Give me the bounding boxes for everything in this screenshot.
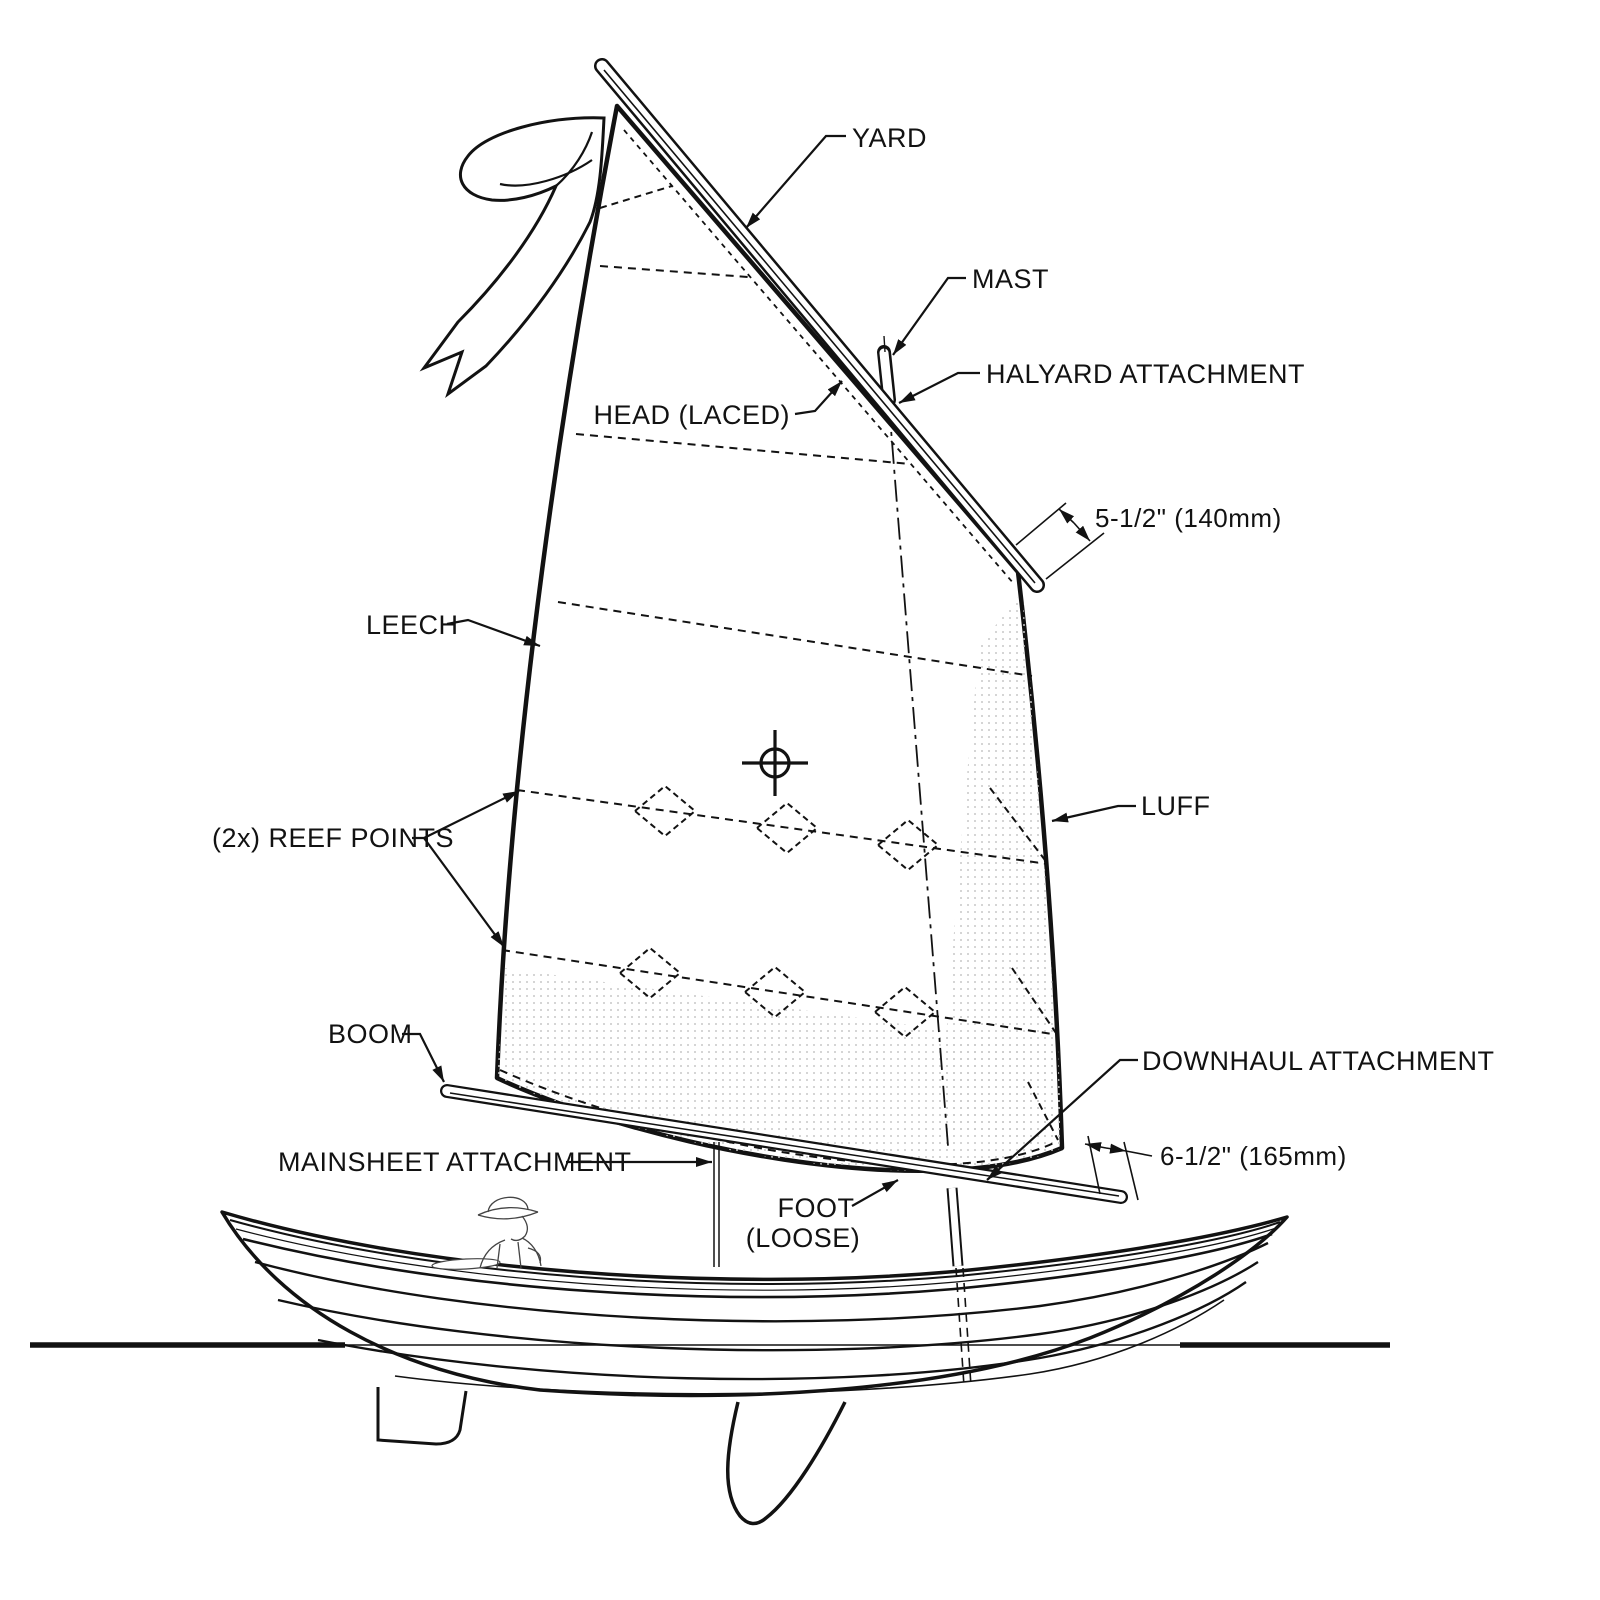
hull-group [30,1142,1390,1526]
boom-spar [440,1084,1128,1204]
hat-brim-bottom [477,1211,539,1220]
keel-plank-line [394,1299,1225,1395]
boom-seam [449,1092,1120,1197]
sail-seam-3 [557,601,1033,677]
mast-in-hull-right [962,1267,972,1387]
boom-dim-arrow-2 [1105,1143,1127,1154]
label-downhaul-attachment: DOWNHAUL ATTACHMENT [1142,1046,1495,1076]
reef-leader-lower [423,837,505,948]
downhaul-leader [986,1058,1138,1181]
head-leader [794,380,843,416]
yard-overhang-dimension [1015,502,1105,580]
yard-seam [603,69,1036,584]
gunwale-line-2 [235,1227,1277,1291]
foot-leader [851,1179,899,1207]
halyard-leader [898,371,980,404]
pennant-fold-line-1 [499,159,593,187]
strake-line-1 [254,1241,1269,1323]
strake-line-3 [317,1281,1247,1381]
reef1-luff-patch [989,787,1049,865]
gunwale-line-1 [229,1219,1281,1285]
rubrail-line [242,1232,1273,1299]
boom-dim-tail [1125,1150,1153,1157]
face-profile [510,1215,529,1242]
mast-in-hull-left [955,1267,965,1387]
annotations [402,134,1153,1207]
reef-diamond-1b [755,801,819,855]
label-boom: BOOM [328,1019,413,1049]
yard-dim-arrow-1 [1058,508,1075,524]
yard-dim-ext-2 [1045,532,1105,580]
label-foot-line2: (LOOSE) [746,1223,861,1253]
pennant-outline [419,116,606,399]
label-halyard-attachment: HALYARD ATTACHMENT [986,359,1305,389]
label-boom-overhang: 6-1/2" (165mm) [1160,1141,1347,1171]
label-foot-line1: FOOT [778,1193,855,1223]
boom-overhang-dimension [1084,1135,1153,1201]
label-reef-points: (2x) REEF POINTS [212,823,454,853]
shoulder-right [521,1237,542,1267]
reef-diamond-1c [876,818,940,872]
daggerboard-fin [726,1401,847,1526]
mast-centerline-top [883,335,886,353]
pennant-flag [419,116,606,399]
label-head: HEAD (LACED) [593,400,790,430]
label-luff: LUFF [1141,791,1211,821]
reef-diamond-2a [618,946,682,1000]
mast-leader [892,276,966,356]
yard-spar [594,58,1045,593]
tack-patch-line [1027,1081,1059,1141]
luff-leader [1051,804,1136,823]
labels: YARD MAST HALYARD ATTACHMENT HEAD (LACED… [212,123,1495,1253]
boom-dim-arrow-1 [1084,1142,1107,1152]
sail-seam-1 [599,265,749,278]
reef-diamond-2c [873,985,937,1039]
label-yard-overhang: 5-1/2" (140mm) [1095,503,1282,533]
strake-line-2 [277,1260,1259,1352]
reef-band-1 [516,789,1049,865]
oar-handle [431,1258,501,1270]
center-of-effort-icon [742,730,808,796]
boom-leader [402,1032,445,1083]
foot-hem-line [499,1069,1057,1166]
sailor-figure [477,1196,542,1269]
throat-patch-line [599,185,673,209]
lower-mast-inner [948,1187,962,1267]
reef2-luff-patch [1011,967,1059,1037]
yard-dim-ext-1 [1015,502,1067,546]
reef-band-2 [501,949,1060,1036]
label-yard: YARD [852,123,927,153]
sail-shading-luff-panel [940,592,1062,1148]
leech-leader [446,618,541,648]
label-mast: MAST [972,264,1049,294]
arm-line [527,1247,542,1264]
hull-outline [220,1210,1289,1398]
hat-crown [487,1196,529,1213]
mast-centerline [888,403,949,1147]
vest-lines [496,1241,522,1269]
shoulder-left [479,1239,506,1269]
reef-diamond-1a [633,784,697,838]
pennant-fold-line-2 [555,131,594,187]
label-leech: LEECH [366,610,459,640]
mast-tip [877,335,896,407]
skeg [376,1387,468,1446]
label-mainsheet-attachment: MAINSHEET ATTACHMENT [278,1147,632,1177]
sail [494,103,1065,1174]
hat-brim-top [477,1207,539,1216]
yard-dim-arrow-2 [1073,522,1091,542]
reef-diamond-2b [743,965,807,1019]
mast-tip-inner [879,348,894,405]
yard-leader [745,134,846,229]
